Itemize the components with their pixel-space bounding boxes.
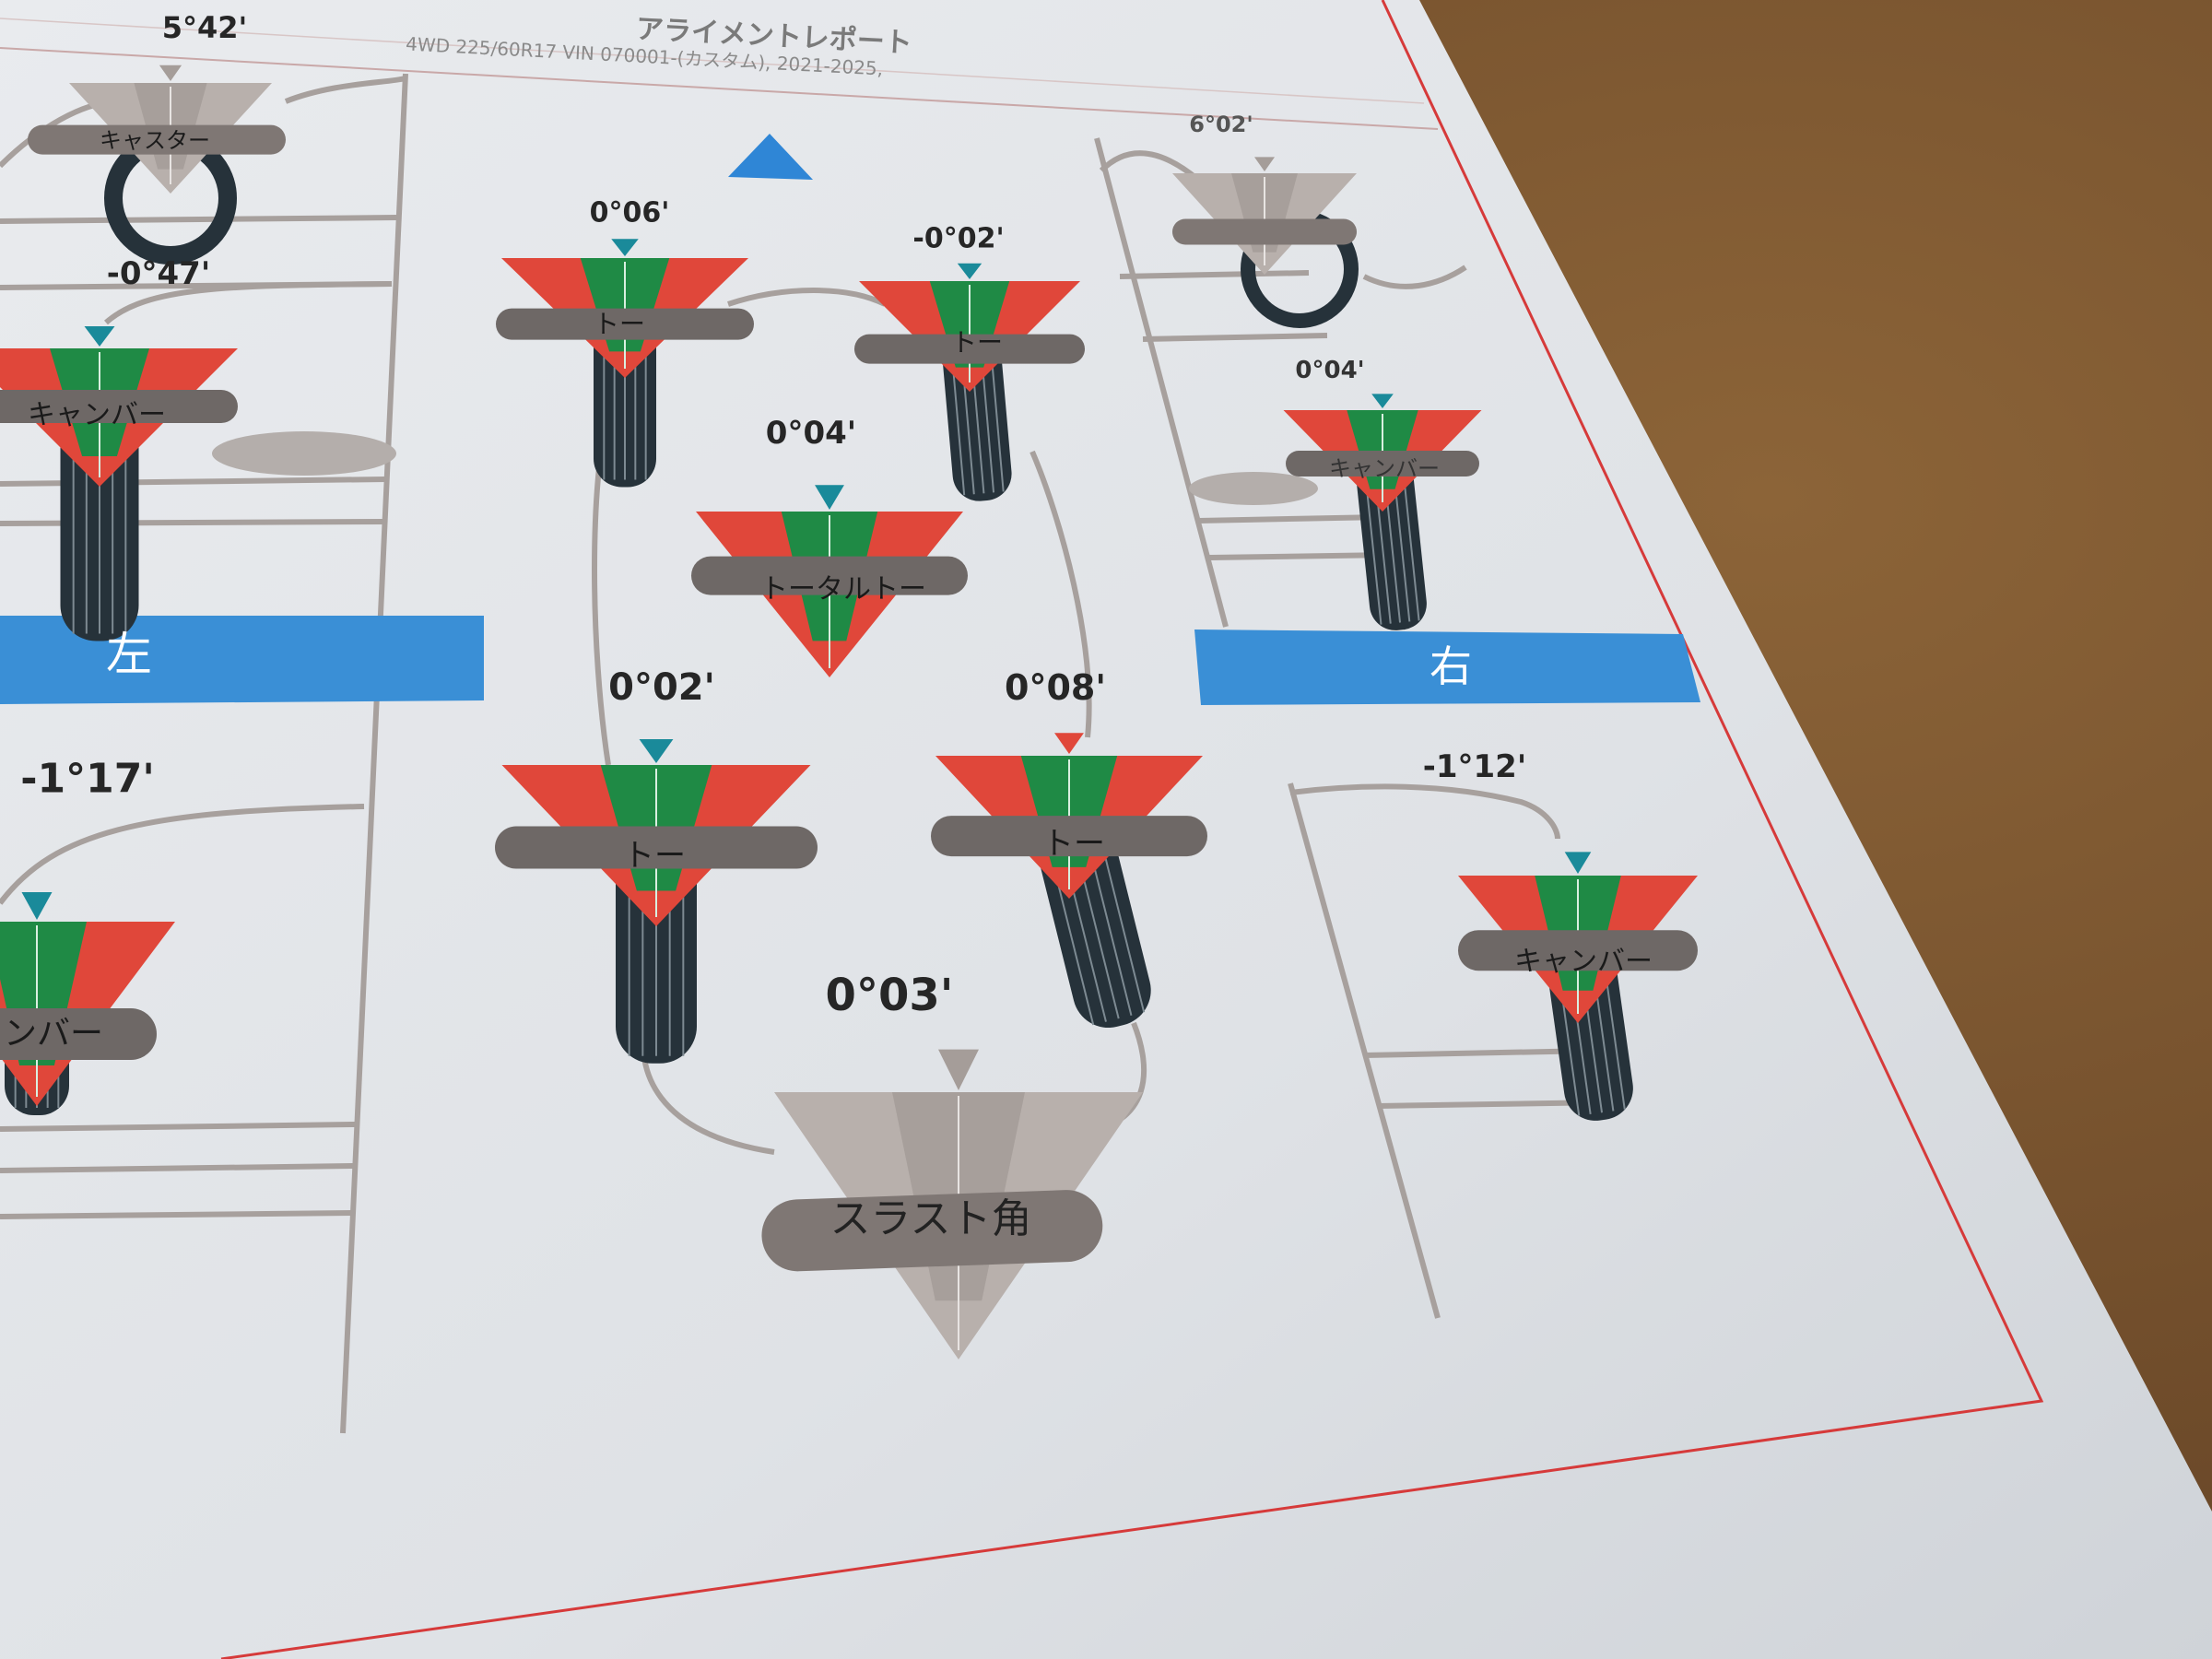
page-border (220, 0, 2044, 1659)
toe-front-right-value: -0°02' (912, 222, 1005, 255)
left-camber-rear-label: ンバー (3, 1015, 104, 1053)
left-camber-rear-gauge (0, 892, 175, 1115)
toe-front-right-gauge (854, 263, 1085, 501)
right-side-bar (1194, 629, 1700, 705)
left-caster-value: 5°42' (161, 10, 248, 45)
right-camber-front-label: キャンバー (1329, 455, 1440, 482)
toe-front-left-label: トー (593, 309, 646, 339)
left-floor-shadow (212, 431, 396, 476)
right-camber-rear-gauge (1458, 852, 1698, 1121)
right-camber-front-gauge (1283, 394, 1482, 630)
right-panel-frame (1094, 137, 1609, 1319)
left-camber-rear-value: -1°17' (20, 755, 155, 803)
toe-front-right-label: トー (950, 327, 1004, 358)
toe-rear-right-label: トー (1042, 825, 1105, 863)
right-camber-rear-label: キャンバー (1514, 946, 1653, 978)
thrust-angle-value: 0°03' (825, 970, 954, 1021)
left-side-bar (0, 616, 484, 704)
total-toe-value: 0°04' (765, 415, 857, 452)
right-caster-gauge (1172, 157, 1357, 275)
toe-rear-right-gauge (931, 733, 1207, 1029)
left-caster-label: キャスター (100, 127, 210, 154)
header-rule-2 (0, 18, 1425, 104)
toe-rear-right-value: 0°08' (1005, 667, 1106, 708)
front-direction-arrow (728, 134, 813, 180)
right-side-label: 右 (1430, 641, 1472, 691)
toe-rear-left-gauge (495, 739, 818, 1064)
left-camber-front-label: キャンバー (28, 399, 166, 431)
left-camber-front-gauge (0, 326, 238, 641)
right-camber-front-value: 0°04' (1295, 357, 1365, 384)
left-camber-front-value: -0°47' (106, 255, 211, 292)
toe-rear-left-value: 0°02' (608, 666, 715, 709)
total-toe-gauge (691, 485, 968, 677)
thrust-angle-label: スラスト角 (830, 1195, 1032, 1242)
thrust-angle-gauge (761, 1049, 1143, 1359)
left-side-label: 左 (106, 628, 152, 681)
right-floor-shadow (1189, 472, 1318, 505)
toe-front-left-value: 0°06' (589, 196, 670, 229)
left-panel-frame (0, 73, 408, 1434)
toe-rear-left-label: トー (623, 837, 686, 875)
header-rule (0, 47, 1439, 130)
toe-front-left-gauge (496, 239, 754, 488)
total-toe-label: トータルトー (760, 573, 926, 606)
right-caster-value: 6°02' (1189, 112, 1253, 137)
right-camber-rear-value: -1°12' (1422, 748, 1527, 785)
left-caster-gauge (28, 65, 286, 194)
